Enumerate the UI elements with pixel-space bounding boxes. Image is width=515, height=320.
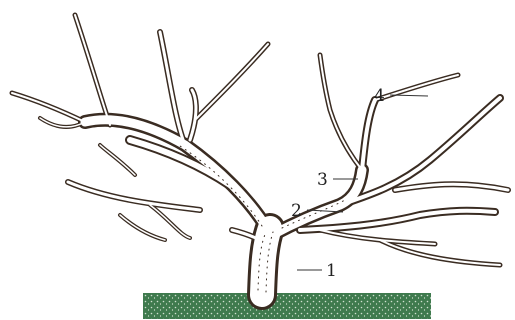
label-lateral-branch: 3: [317, 170, 328, 190]
label-shoot: 4: [374, 86, 385, 106]
label-trunk: 1: [326, 261, 337, 281]
ground-strip: [143, 293, 431, 319]
label-main-branch: 2: [291, 201, 302, 221]
tree-branches: [12, 15, 508, 295]
